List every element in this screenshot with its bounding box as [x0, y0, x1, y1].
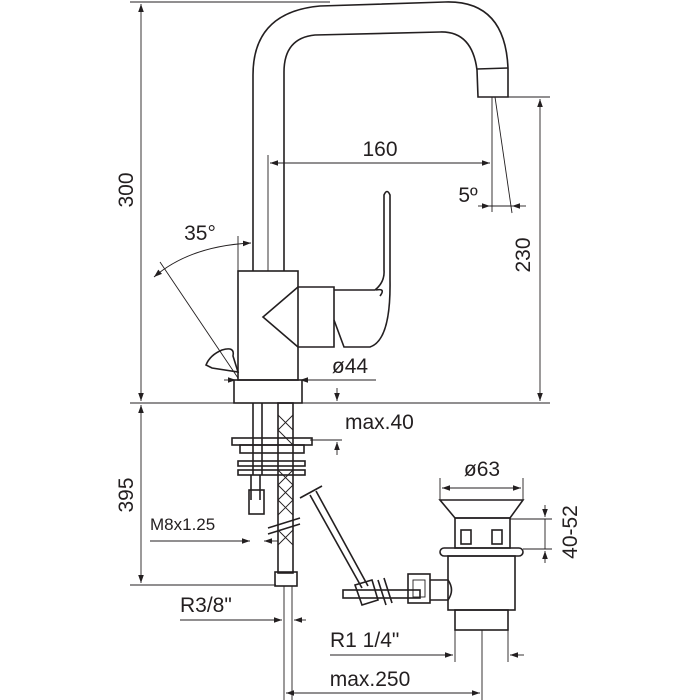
dim-waste-diameter: ø63 — [439, 458, 524, 500]
label-d63: ø63 — [464, 458, 500, 481]
dim-lever-angle: 35° — [153, 222, 252, 379]
label-395: 395 — [115, 477, 138, 512]
dim-hose-connection: R3/8" — [180, 594, 306, 623]
dim-spout-height: 230 — [130, 96, 550, 404]
label-m8: M8x1.25 — [150, 515, 215, 534]
label-40-52: 40-52 — [559, 505, 582, 559]
faucet-spout — [252, 1, 509, 271]
dim-stud-thread: M8x1.25 — [150, 515, 278, 544]
label-5deg: 5º — [458, 184, 478, 207]
label-35deg: 35° — [184, 222, 216, 245]
flex-hose — [267, 402, 301, 700]
popup-waste — [430, 499, 525, 631]
popup-rod — [299, 485, 431, 606]
label-r38: R3/8" — [180, 594, 232, 617]
dim-spout-angle: 5º — [458, 96, 526, 214]
dim-waste-height: 40-52 — [510, 505, 582, 563]
label-300: 300 — [115, 172, 138, 207]
label-160: 160 — [362, 138, 397, 161]
dim-waste-connection: R1 1/4" — [330, 629, 524, 662]
dim-spout-reach: 160 — [267, 97, 493, 271]
label-max250: max.250 — [330, 668, 411, 691]
dim-below-deck: 395 — [115, 405, 276, 586]
faucet-body — [233, 270, 335, 404]
dim-max-waste-distance: max.250 — [286, 630, 483, 700]
label-230: 230 — [512, 237, 535, 272]
dim-total-height: 300 — [115, 1, 330, 401]
label-r114: R1 1/4" — [330, 629, 399, 652]
label-d44: ø44 — [332, 355, 369, 378]
faucet-lever — [204, 190, 391, 373]
dim-max-deck: max.40 — [310, 388, 414, 455]
label-max40: max.40 — [345, 411, 414, 434]
mounting-hardware — [231, 403, 313, 515]
dim-body-diameter: ø44 — [224, 355, 376, 383]
